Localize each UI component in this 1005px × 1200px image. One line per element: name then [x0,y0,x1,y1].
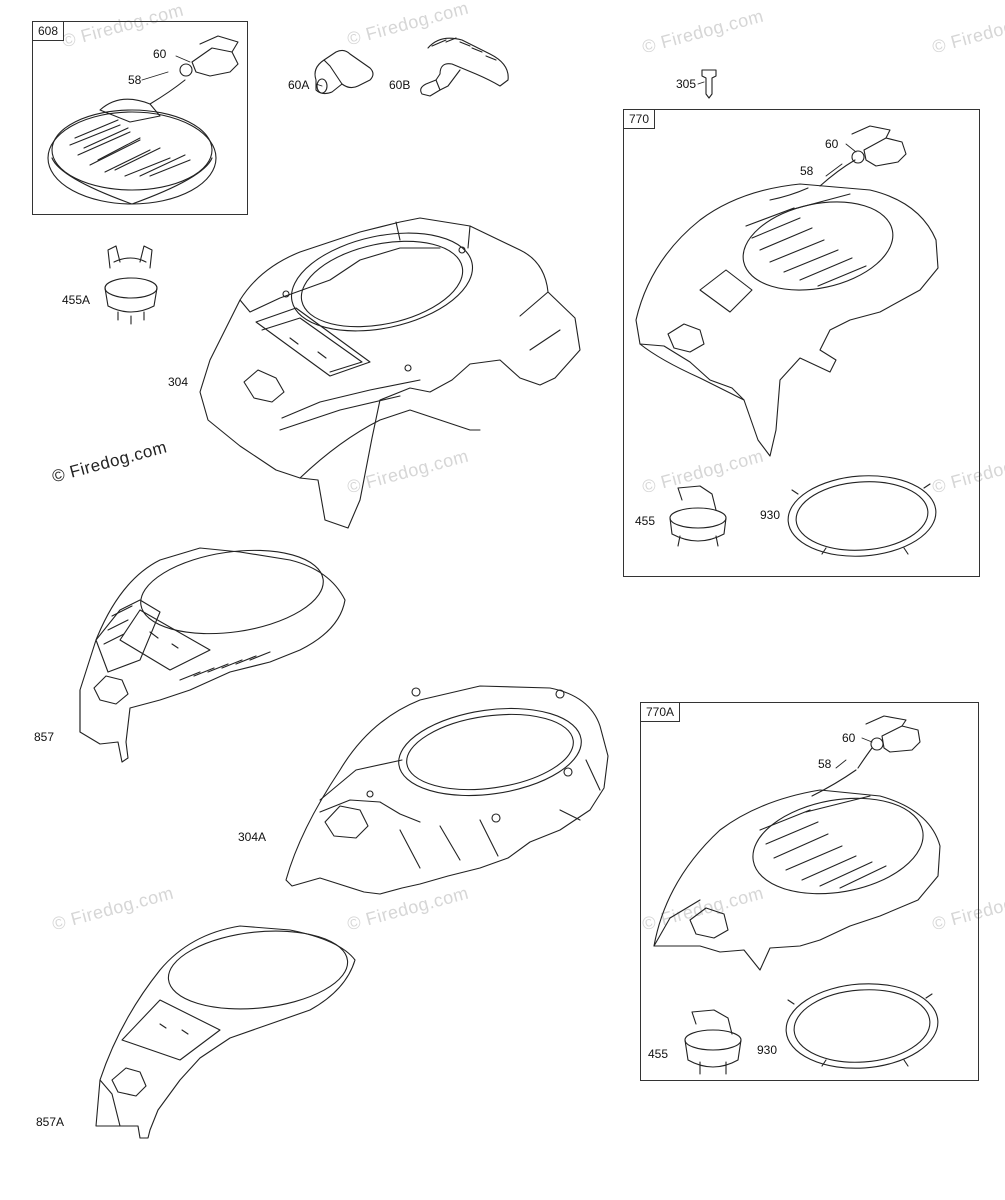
part-304A-blower-housing [285,685,609,895]
kit-box-608: 608 [32,21,248,215]
part-label: 58 [818,757,832,771]
part-label: 60 [842,731,856,745]
kit-label-770: 770 [624,110,656,129]
part-455A-starter-cup [104,245,158,325]
part-label: 304 [168,375,189,389]
part-label: 857 [34,730,55,744]
part-label: 60 [825,137,839,151]
kit-box-770: 770 [623,109,980,577]
part-857-shroud [79,547,346,763]
kit-label-770A: 770A [641,703,681,722]
kit-label-608: 608 [33,22,65,41]
part-label: 304A [238,830,267,844]
part-60B-starter-handle [420,37,509,97]
assembly-770 [635,125,939,457]
part-60A-starter-handle [314,49,374,95]
kit-box-770A: 770A [640,702,979,1081]
leader-lines [141,55,873,769]
part-label: 455 [635,514,656,528]
part-label: 930 [757,1043,778,1057]
part-930-ring-770 [787,475,937,557]
part-label: 60 [153,47,167,61]
part-455-starter-cup-770A [684,1009,742,1075]
part-label: 455A [62,293,91,307]
part-857A-shroud [95,925,356,1139]
part-label: 58 [128,73,142,87]
part-label: 60B [389,78,411,92]
assembly-770A [653,715,941,971]
starter-assembly-608 [47,35,239,205]
part-label: 455 [648,1047,669,1061]
part-label: 60A [288,78,310,92]
part-304-blower-housing [199,217,581,529]
part-label: 857A [36,1115,65,1129]
part-label: 930 [760,508,781,522]
part-label: 305 [676,77,697,91]
part-305-pin [701,69,717,99]
part-label: 58 [800,164,814,178]
part-455-starter-cup-770 [669,485,727,547]
part-930-ring-770A [785,983,939,1069]
